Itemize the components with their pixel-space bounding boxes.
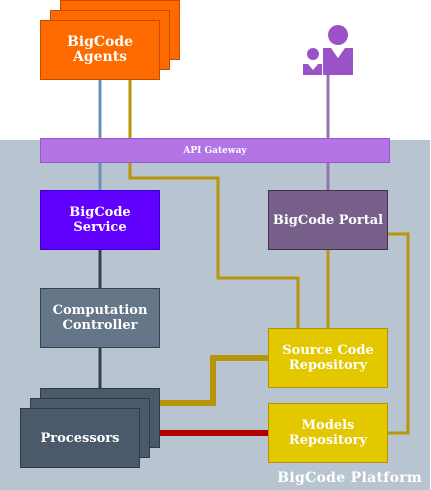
source-code-repository-label: Source Code Repository bbox=[282, 343, 374, 373]
api-gateway: API Gateway bbox=[40, 138, 390, 163]
processors-box: Processors bbox=[20, 408, 140, 468]
computation-controller-label: Computation Controller bbox=[52, 303, 148, 333]
bigcode-portal-label: BigCode Portal bbox=[272, 212, 384, 228]
portal-to-models-repo-line bbox=[388, 232, 410, 435]
platform-label: BigCode Platform bbox=[277, 470, 422, 486]
models-repository-box: Models Repository bbox=[268, 403, 388, 463]
bigcode-service-label: BigCode Service bbox=[69, 205, 131, 235]
source-code-repository-box: Source Code Repository bbox=[268, 328, 388, 388]
users-icon bbox=[303, 24, 355, 76]
bigcode-agents-label: BigCode Agents bbox=[66, 34, 134, 65]
processors-to-source-repo-line bbox=[160, 355, 268, 406]
computation-controller-box: Computation Controller bbox=[40, 288, 160, 348]
bigcode-portal-box: BigCode Portal bbox=[268, 190, 388, 250]
bigcode-service-box: BigCode Service bbox=[40, 190, 160, 250]
processors-label: Processors bbox=[40, 430, 120, 446]
models-repository-label: Models Repository bbox=[288, 418, 368, 448]
bigcode-agents-box: BigCode Agents bbox=[40, 20, 160, 80]
